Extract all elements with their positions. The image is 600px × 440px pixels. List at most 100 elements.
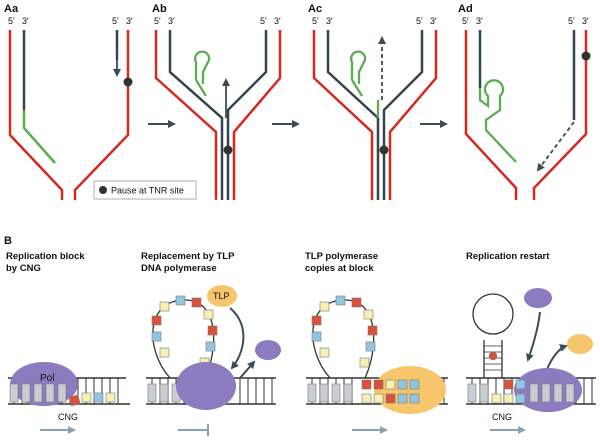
base-blue bbox=[365, 341, 376, 352]
polymerase bbox=[10, 362, 78, 406]
nascent-strand-right bbox=[382, 30, 424, 200]
base-cream bbox=[385, 379, 396, 390]
hairpin-loop bbox=[478, 79, 517, 163]
stall-indicator bbox=[178, 424, 209, 436]
base-cream bbox=[159, 301, 170, 312]
base-grey bbox=[529, 383, 539, 403]
nascent-strand-left bbox=[168, 30, 224, 200]
base-cream bbox=[81, 392, 92, 403]
base-red bbox=[361, 379, 372, 390]
base-blue bbox=[311, 331, 322, 342]
parent-strand-left bbox=[312, 30, 374, 200]
parent-strand-left bbox=[464, 30, 518, 200]
base-grey bbox=[553, 383, 563, 403]
base-cream bbox=[319, 347, 330, 358]
caption-b2-line1: Replacement by TLP bbox=[141, 251, 235, 262]
tlp-polymerase bbox=[374, 366, 446, 414]
base-cream bbox=[359, 357, 370, 368]
strand-3-label: 3′ bbox=[430, 16, 437, 26]
released-polymerase bbox=[255, 340, 281, 360]
panel-b3 bbox=[306, 295, 448, 434]
base-grey bbox=[331, 383, 341, 403]
polymerase bbox=[176, 362, 236, 410]
hairpin-loop bbox=[472, 293, 514, 335]
base-cream bbox=[503, 393, 514, 404]
pause-dot bbox=[379, 145, 389, 155]
base-blue bbox=[409, 393, 420, 404]
hairpin-loop bbox=[350, 50, 367, 97]
strand-5-label: 5′ bbox=[154, 16, 161, 26]
pause-dot bbox=[223, 145, 233, 155]
strand-5-label: 5′ bbox=[8, 16, 15, 26]
base-blue bbox=[409, 379, 420, 390]
base-blue bbox=[205, 341, 216, 352]
base-blue bbox=[397, 393, 408, 404]
panel-aa: Aa 5′ 3′ 5′ 3′ bbox=[4, 3, 133, 200]
base-grey bbox=[307, 383, 317, 403]
parent-strand-right bbox=[232, 30, 282, 200]
base-grey bbox=[45, 383, 55, 403]
base-red bbox=[373, 379, 384, 390]
base-cream bbox=[363, 309, 374, 320]
caption-b1-line1: Replication block bbox=[6, 251, 85, 262]
tlp-entry-arrow bbox=[229, 307, 245, 370]
parent-strand-right bbox=[388, 30, 438, 200]
base-grey bbox=[565, 383, 575, 403]
legend-pause-dot bbox=[99, 186, 107, 194]
parent-strand-right bbox=[73, 30, 130, 200]
base-blue bbox=[175, 295, 186, 306]
nascent-strand-left bbox=[326, 30, 380, 200]
panel-b-label: B bbox=[4, 235, 12, 247]
tlp-label: TLP bbox=[213, 291, 230, 301]
strand-3-label: 3′ bbox=[326, 16, 333, 26]
strand-3-label: 3′ bbox=[126, 16, 133, 26]
panel-aa-label: Aa bbox=[4, 3, 19, 15]
strand-5-label: 5′ bbox=[312, 16, 319, 26]
strand-3-label: 3′ bbox=[274, 16, 281, 26]
base-blue bbox=[515, 393, 526, 404]
tlp-polymerase bbox=[207, 285, 237, 307]
base-red bbox=[151, 315, 162, 326]
polymerase-label: Pol bbox=[40, 373, 54, 384]
pol-release-arrow bbox=[239, 360, 256, 379]
panel-b1: Pol CNG bbox=[8, 362, 130, 434]
strand-3-label: 3′ bbox=[168, 16, 175, 26]
parent-strand-left bbox=[8, 30, 64, 200]
strand-5-label: 5′ bbox=[260, 16, 267, 26]
strand-5-label: 5′ bbox=[112, 16, 119, 26]
nascent-strand-right bbox=[226, 30, 268, 200]
caption-b3-line1: TLP polymerase bbox=[305, 251, 378, 262]
base-grey bbox=[467, 383, 477, 403]
base-red bbox=[207, 325, 218, 336]
base-blue bbox=[93, 392, 104, 403]
strand-5-label: 5′ bbox=[416, 16, 423, 26]
base-blue bbox=[335, 295, 346, 306]
base-grey bbox=[319, 383, 329, 403]
base-grey bbox=[159, 383, 169, 403]
strand-3-label: 3′ bbox=[582, 16, 589, 26]
base-cream bbox=[203, 309, 214, 320]
base-cream bbox=[361, 393, 372, 404]
pol-return-arrow bbox=[526, 311, 541, 362]
base-blue bbox=[397, 379, 408, 390]
caption-b3-line2: copies at block bbox=[305, 263, 374, 274]
caption-b1-line2: by CNG bbox=[6, 263, 41, 274]
lesion-marker bbox=[488, 351, 498, 361]
strand-3-label: 3′ bbox=[22, 16, 29, 26]
pause-legend: Pause at TNR site bbox=[93, 180, 197, 200]
parent-strand-left bbox=[154, 30, 218, 200]
panel-b2: TLP bbox=[146, 285, 281, 436]
nascent-strand-left-loop bbox=[22, 110, 56, 164]
strand-5-label: 5′ bbox=[462, 16, 469, 26]
base-grey bbox=[541, 383, 551, 403]
base-cream bbox=[105, 392, 116, 403]
panel-b4: CNG bbox=[466, 288, 596, 434]
base-red bbox=[191, 297, 202, 308]
base-grey bbox=[33, 383, 43, 403]
base-grey bbox=[343, 383, 353, 403]
base-grey bbox=[9, 383, 19, 403]
pause-dot bbox=[581, 51, 591, 61]
legend-box bbox=[93, 180, 197, 200]
panel-ac-label: Ac bbox=[308, 3, 322, 15]
cng-label: CNG bbox=[492, 412, 512, 422]
